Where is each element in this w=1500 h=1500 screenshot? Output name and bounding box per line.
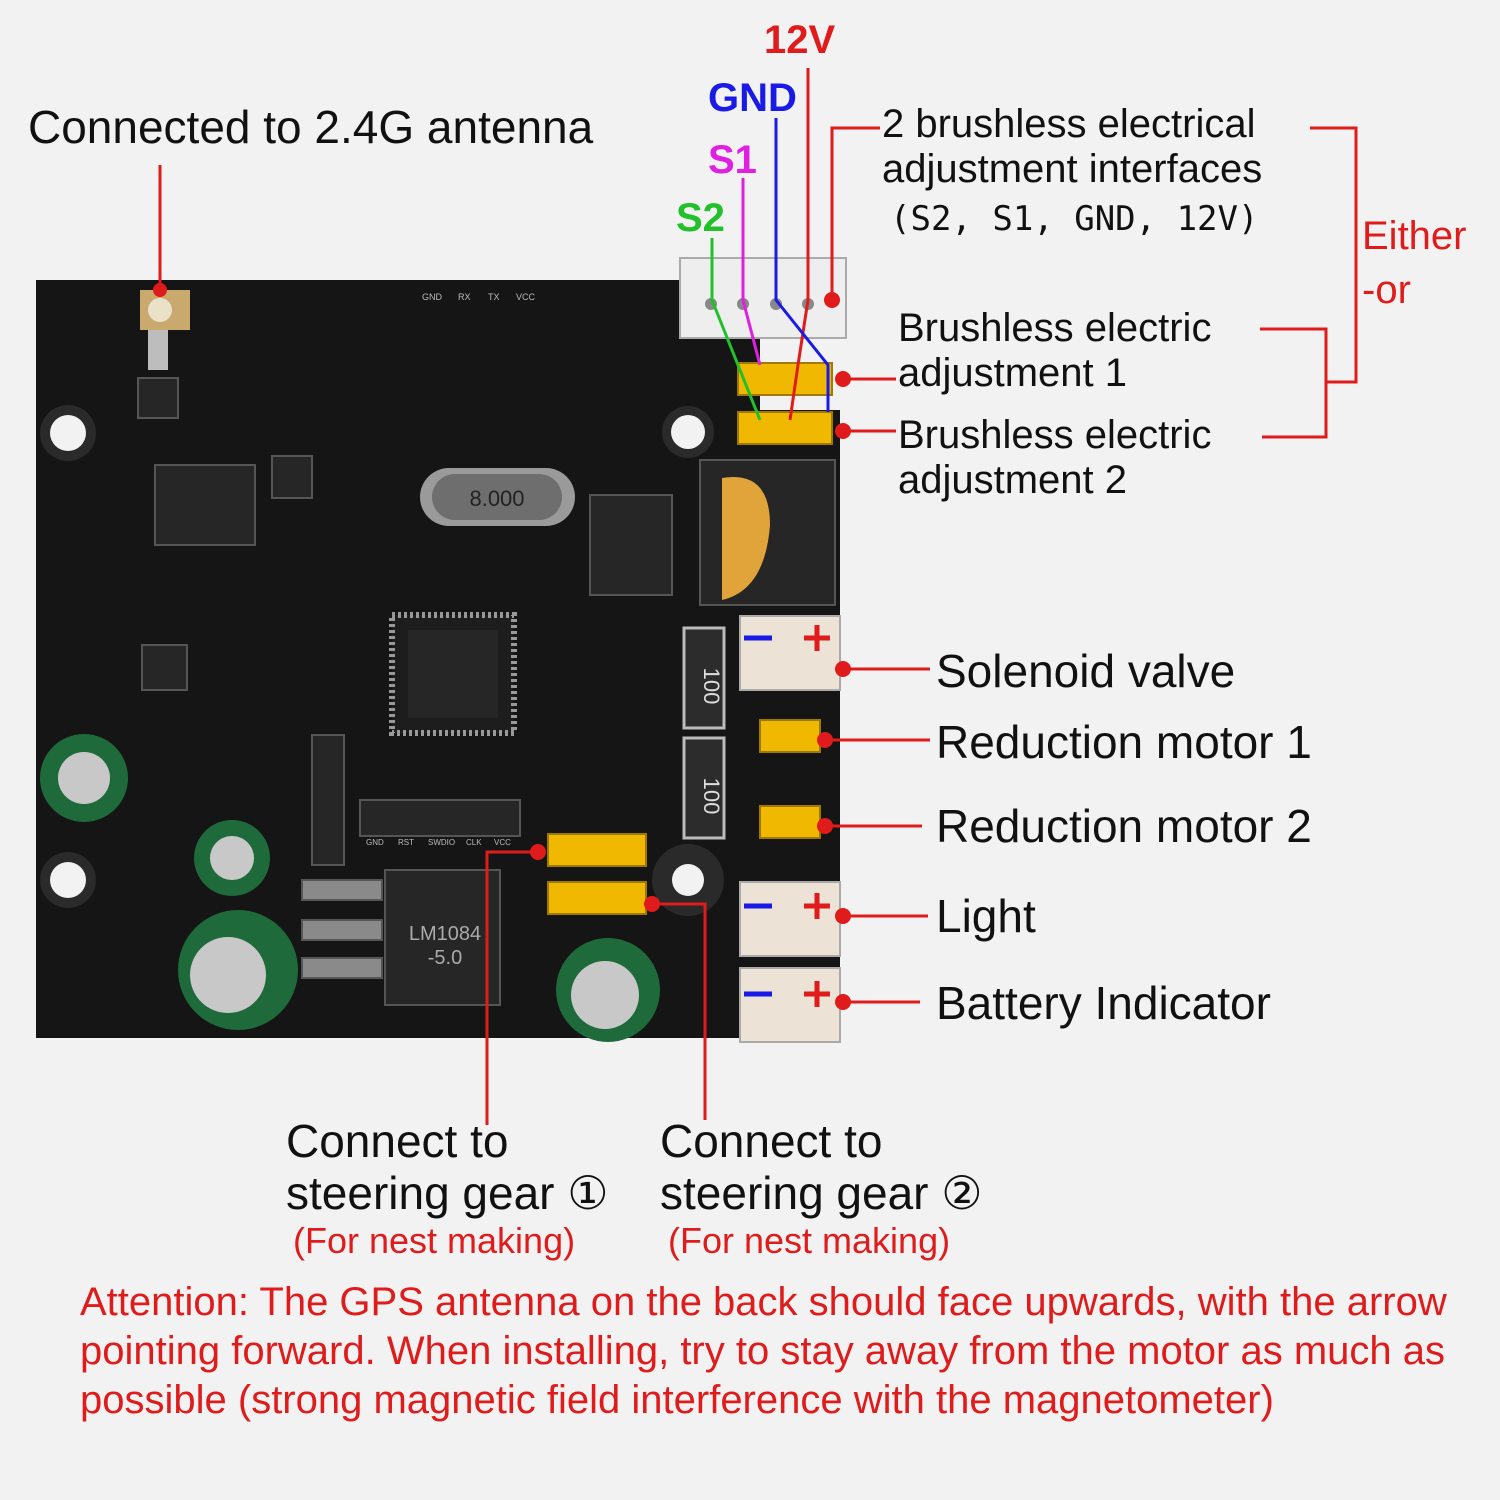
leader-lines [158,126,1358,1125]
leader-dots [153,283,851,1010]
esc1-label-line1: Brushless electric [898,306,1212,350]
swd-header-silkscreen: GND RST SWDIO CLK VCC [366,838,526,852]
silk-gnd: GND [422,292,442,302]
silk-tx: TX [488,292,500,302]
capacitors [40,734,660,1042]
wire-s1-label: S1 [708,138,757,182]
wire-s2-label: S2 [676,196,725,240]
yellow-headers [547,362,833,915]
resistor-1-marking: 100 [699,668,724,705]
servo2-label-line2: steering gear ② [660,1167,983,1219]
esc-interfaces-subtitle: adjustment interfaces [882,147,1263,191]
esc2-label-line2: adjustment 2 [898,458,1128,502]
battery-indicator-label: Battery Indicator [936,977,1271,1029]
servo2-label-line1: Connect to [660,1115,883,1167]
esc-interfaces-pins: (S2, S1, GND, 12V) [890,199,1259,239]
top-header-silkscreen: GND RX TX VCC [422,292,542,316]
motor1-label: Reduction motor 1 [936,716,1312,768]
two-pin-connectors [739,615,841,1043]
esc-interfaces-title: 2 brushless electrical [882,102,1256,146]
crystal-oscillator: 8.000 [420,468,575,526]
regulator-marking: LM1084 [409,923,481,945]
silk-vcc: VCC [516,292,536,302]
servo2-note: (For nest making) [668,1220,951,1261]
polarity-marks [744,625,830,1007]
servo1-note: (For nest making) [293,1220,576,1261]
solenoid-label: Solenoid valve [936,645,1236,697]
motor2-label: Reduction motor 2 [936,800,1312,852]
either-or-label-2: -or [1362,268,1411,312]
power-resistors: 100 100 [682,626,726,840]
silk-swd-gnd: GND [366,838,384,847]
signal-wires [710,68,830,421]
antenna-label: Connected to 2.4G antenna [28,101,594,153]
antenna-connector [140,290,190,370]
silk-swd-dio: SWDIO [428,838,456,847]
silk-swd-vcc: VCC [494,838,511,847]
light-label: Light [936,890,1036,942]
esc2-label-line1: Brushless electric [898,413,1212,457]
silk-swd-clk: CLK [466,838,482,847]
regulator-sub-marking: -5.0 [428,947,462,969]
resistor-2-marking: 100 [699,778,724,815]
servo1-label-line2: steering gear ① [286,1167,609,1219]
attention-note: Attention: The GPS antenna on the back s… [80,1280,1447,1422]
esc1-label-line2: adjustment 1 [898,351,1128,395]
mounting-holes [40,405,724,916]
wire-gnd-label: GND [708,76,797,120]
servo1-label-line1: Connect to [286,1115,509,1167]
fuse [722,476,770,600]
crystal-marking: 8.000 [469,486,524,511]
either-or-label-1: Either [1362,214,1467,258]
silk-swd-rst: RST [398,838,414,847]
esc-connector-white [679,257,847,339]
silk-rx: RX [458,292,471,302]
mcu-chip [389,612,517,736]
wire-12v-label: 12V [764,18,836,62]
